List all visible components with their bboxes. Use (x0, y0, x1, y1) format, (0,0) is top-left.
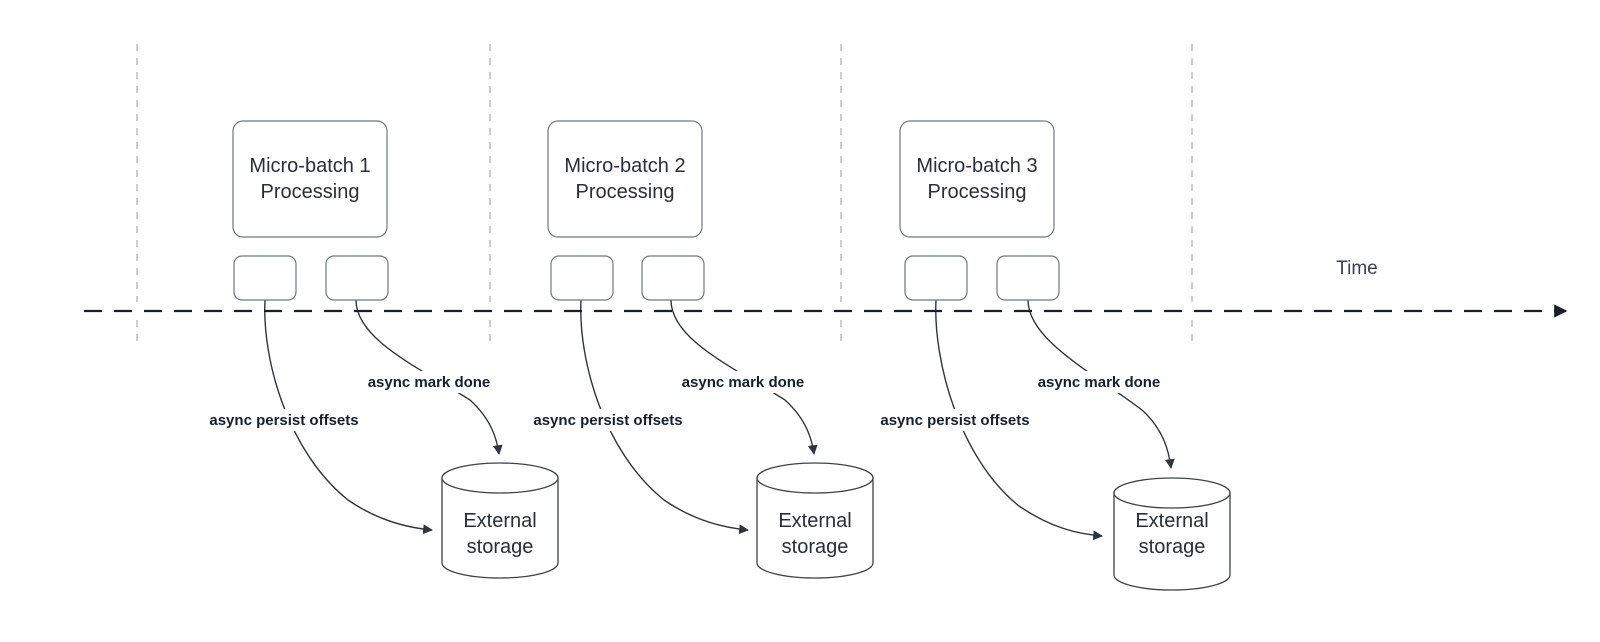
external-storage-2-top[interactable] (756, 462, 874, 494)
external-storage-3-line1: External (1135, 510, 1208, 532)
edge-persist-offsets-1 (264, 299, 433, 535)
task-box-1-left[interactable] (233, 255, 297, 301)
edge-label-persist-offsets-3: async persist offsets (866, 409, 1044, 431)
edge-mark-done-3 (1027, 299, 1175, 469)
external-storage-2-body[interactable] (756, 477, 874, 579)
group-2: Micro-batch 2 Processing External storag… (519, 120, 874, 579)
edge-label-mark-done-3: async mark done (1027, 371, 1172, 393)
edge-label-persist-offsets-1-text: async persist offsets (209, 412, 358, 429)
process-box-3[interactable]: Micro-batch 3 Processing (899, 120, 1055, 238)
task-box-3-left[interactable] (904, 255, 968, 301)
edge-label-persist-offsets-3-bg (866, 409, 1044, 431)
group-3: Micro-batch 3 Processing External storag… (866, 120, 1231, 591)
edge-label-mark-done-3-bg (1027, 371, 1172, 393)
external-storage-1-line2: storage (467, 536, 534, 558)
process-box-2-rect[interactable] (547, 120, 703, 238)
process-box-1-line2: Processing (261, 181, 360, 203)
task-box-3-right[interactable] (996, 255, 1060, 301)
edge-label-persist-offsets-1-bg (195, 409, 373, 431)
edge-label-mark-done-1: async mark done (357, 371, 502, 393)
edge-label-mark-done-3-text: async mark done (1038, 374, 1161, 391)
external-storage-3[interactable]: External storage (1113, 477, 1231, 591)
process-box-3-line1: Micro-batch 3 (916, 155, 1037, 177)
edge-label-mark-done-1-bg (357, 371, 502, 393)
process-box-3-line2: Processing (928, 181, 1027, 203)
process-box-1[interactable]: Micro-batch 1 Processing (232, 120, 388, 238)
edge-label-mark-done-2-bg (671, 371, 816, 393)
external-storage-2-line2: storage (782, 536, 849, 558)
task-box-2-left[interactable] (550, 255, 614, 301)
process-box-2-line1: Micro-batch 2 (564, 155, 685, 177)
edge-label-persist-offsets-3-text: async persist offsets (880, 412, 1029, 429)
external-storage-1-line1: External (463, 510, 536, 532)
edge-persist-offsets-2 (580, 299, 749, 535)
edge-label-mark-done-2: async mark done (671, 371, 816, 393)
process-box-2-line2: Processing (576, 181, 675, 203)
edge-label-mark-done-1-text: async mark done (368, 374, 491, 391)
time-axis-label: Time (1336, 258, 1378, 279)
external-storage-2-line1: External (778, 510, 851, 532)
time-axis: Time (84, 258, 1568, 318)
group-1: Micro-batch 1 Processing External storag… (195, 120, 559, 579)
edge-label-persist-offsets-1: async persist offsets (195, 409, 373, 431)
process-box-1-rect[interactable] (232, 120, 388, 238)
task-box-1-right[interactable] (325, 255, 389, 301)
edge-label-persist-offsets-2-bg (519, 409, 697, 431)
edge-label-persist-offsets-2-text: async persist offsets (533, 412, 682, 429)
lane-separators (136, 44, 1193, 348)
edge-label-persist-offsets-2: async persist offsets (519, 409, 697, 431)
process-box-3-rect[interactable] (899, 120, 1055, 238)
process-box-1-line1: Micro-batch 1 (249, 155, 370, 177)
process-box-2[interactable]: Micro-batch 2 Processing (547, 120, 703, 238)
edge-persist-offsets-3 (935, 299, 1103, 541)
external-storage-2[interactable]: External storage (756, 462, 874, 579)
task-box-2-right[interactable] (641, 255, 705, 301)
edge-label-mark-done-2-text: async mark done (682, 374, 805, 391)
external-storage-1-top[interactable] (441, 462, 559, 494)
external-storage-3-body[interactable] (1113, 492, 1231, 591)
external-storage-1-body[interactable] (441, 477, 559, 579)
external-storage-3-line2: storage (1139, 536, 1206, 558)
external-storage-1[interactable]: External storage (441, 462, 559, 579)
external-storage-3-top[interactable] (1113, 477, 1231, 509)
